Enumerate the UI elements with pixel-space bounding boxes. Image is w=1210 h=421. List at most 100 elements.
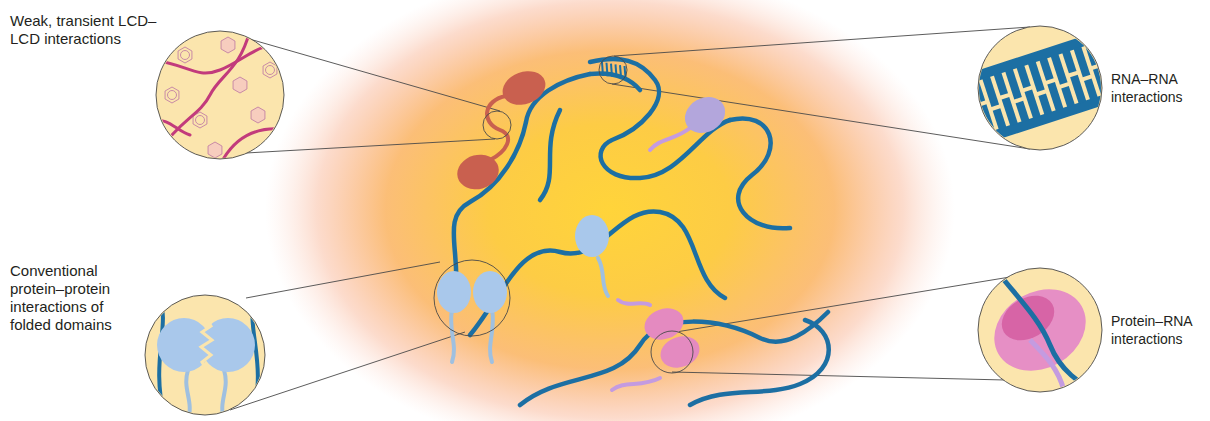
base-pair xyxy=(1096,39,1113,70)
base-pair xyxy=(1108,35,1122,58)
zoom-circle xyxy=(156,31,284,159)
base-pair xyxy=(1070,75,1086,104)
base-pair xyxy=(1061,86,1075,107)
protein-tail xyxy=(612,378,660,390)
leader-line xyxy=(612,84,1030,149)
zoom-circle xyxy=(978,26,1102,150)
rna-rna-zoom xyxy=(943,26,1136,150)
lcd-chains xyxy=(150,30,290,165)
rna-strand xyxy=(590,74,640,90)
zoom-targets xyxy=(434,56,693,373)
base-pair xyxy=(620,65,621,77)
base-pair xyxy=(1002,97,1018,126)
aromatic-ring xyxy=(263,62,277,78)
base-pair xyxy=(616,64,617,77)
zoom-target xyxy=(483,111,511,139)
protein-tail xyxy=(451,310,454,362)
aromatic-ring xyxy=(168,91,177,100)
lcd-chain xyxy=(150,120,190,135)
base-pair xyxy=(1016,65,1030,88)
base-pair xyxy=(1062,50,1076,73)
red-protein xyxy=(498,65,550,110)
folded-domain xyxy=(157,318,211,372)
rna-strand xyxy=(730,118,790,228)
callout-label: RNA–RNA interactions xyxy=(1111,70,1206,106)
rna-strand xyxy=(540,110,560,200)
zoom-circle xyxy=(145,295,265,415)
rna-strand xyxy=(252,295,258,420)
base-pair xyxy=(971,80,985,103)
protein-tail xyxy=(186,370,189,420)
zoom-target xyxy=(599,56,627,84)
base-pair xyxy=(607,63,608,77)
zoom-target xyxy=(651,331,693,373)
aromatic-ring xyxy=(181,51,190,60)
callout-label: Protein–RNA interactions xyxy=(1111,312,1206,348)
base-pair xyxy=(1085,43,1099,66)
leader-line xyxy=(246,262,440,298)
aromatic-ring xyxy=(266,66,275,75)
folded-domain xyxy=(201,318,255,372)
base-pair xyxy=(1038,93,1052,114)
blue-protein xyxy=(473,271,507,313)
base-pair xyxy=(602,62,603,76)
base-pair xyxy=(956,112,972,141)
aromatic-ring xyxy=(221,37,235,53)
rna-strand xyxy=(690,320,829,405)
base-pair xyxy=(1047,82,1063,111)
leader-line xyxy=(614,27,1030,56)
base-pair xyxy=(1016,101,1030,122)
binding-groove xyxy=(994,287,1062,350)
leader-line xyxy=(246,139,495,153)
domain-interface xyxy=(201,318,212,372)
blue-protein xyxy=(437,271,471,313)
protein-tail xyxy=(598,258,608,296)
protein-rna-zoom xyxy=(979,273,1100,395)
blue-protein xyxy=(575,215,609,257)
pink-protein xyxy=(656,331,704,373)
base-pair xyxy=(1093,67,1109,96)
aromatic-ring xyxy=(251,107,265,123)
base-pair xyxy=(994,72,1008,95)
lcd-chain xyxy=(220,129,290,165)
protein-tail xyxy=(618,300,650,305)
base-pair xyxy=(979,104,995,133)
rna-duplex xyxy=(602,62,626,78)
lcd-chain xyxy=(150,44,290,73)
aromatic-ring xyxy=(196,116,205,125)
zoom-circle xyxy=(978,268,1102,392)
protein-tail xyxy=(650,128,690,150)
base-pair xyxy=(993,108,1007,129)
aromatic-ring xyxy=(178,47,192,63)
domain-zoom xyxy=(157,295,258,420)
protein-tail xyxy=(222,370,225,420)
base-pair xyxy=(970,116,984,137)
rna-strand xyxy=(470,211,725,335)
protein-tail xyxy=(490,310,493,362)
lcd-chain xyxy=(160,30,250,150)
purple-protein xyxy=(678,90,731,140)
aromatic-ring xyxy=(208,142,222,158)
base-pair xyxy=(1039,57,1053,80)
lcd-tail xyxy=(487,96,508,160)
rna-duplex xyxy=(943,26,1136,150)
protein-tail xyxy=(1030,340,1065,395)
base-pair xyxy=(959,83,976,114)
leader-line xyxy=(672,372,1005,380)
leader-line xyxy=(230,332,465,410)
lcd-zoom xyxy=(150,30,290,165)
base-pair xyxy=(611,64,612,77)
condensate-glow xyxy=(265,0,955,421)
base-pair xyxy=(1024,90,1040,119)
rna-strand xyxy=(1000,275,1100,392)
callout-label: Conventional protein–protein interaction… xyxy=(10,262,122,334)
aromatic-ring xyxy=(165,87,179,103)
zoom-target xyxy=(434,260,510,336)
rna-strands xyxy=(454,59,829,405)
aromatic-ring xyxy=(233,77,247,93)
base-pair xyxy=(1084,79,1098,100)
base-pair xyxy=(948,87,962,110)
aromatic-rings xyxy=(165,37,277,158)
leader-lines xyxy=(225,27,1030,410)
